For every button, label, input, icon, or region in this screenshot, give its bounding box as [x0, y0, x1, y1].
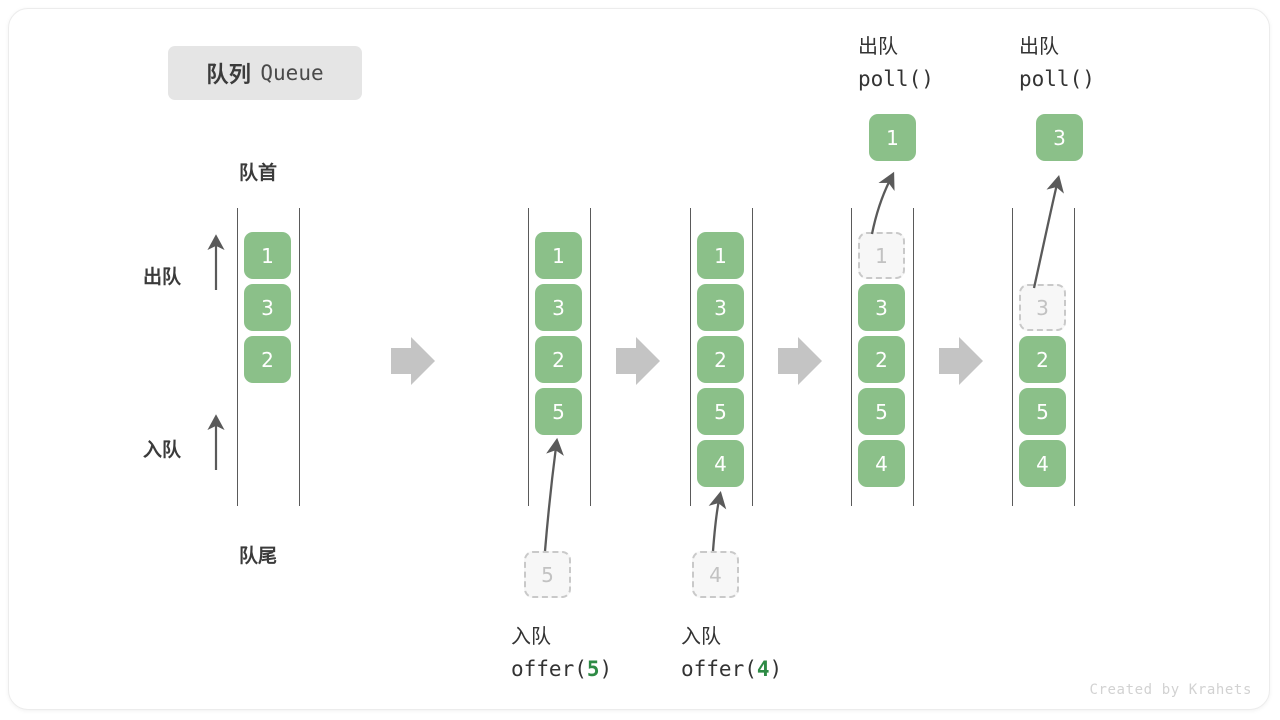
queue-head-label: 队首 — [239, 162, 278, 184]
caption-offer-4-code: offer(4) — [681, 657, 783, 682]
queue-cell: 2 — [244, 336, 291, 383]
caption-poll-1-cn: 出队 — [858, 34, 898, 58]
caption-poll-3-code: poll() — [1019, 67, 1095, 92]
caption-offer-5-code: offer(5) — [511, 657, 613, 682]
queue-cell: 4 — [1019, 440, 1066, 487]
queue-cell: 1 — [244, 232, 291, 279]
caption-offer-4-arg: 4 — [756, 657, 770, 682]
queue-cell: 5 — [697, 388, 744, 435]
queue-rail-left — [1012, 208, 1013, 506]
queue-cell: 5 — [535, 388, 582, 435]
queue-cell: 1 — [697, 232, 744, 279]
queue-column-poll-3: 3 2 5 4 — [1012, 208, 1075, 506]
queue-cell: 4 — [858, 440, 905, 487]
title-english: Queue — [260, 61, 324, 85]
caption-poll-3: 出队 poll() — [1019, 30, 1095, 96]
queue-cell: 1 — [535, 232, 582, 279]
input-ghost-cell-4: 4 — [692, 551, 739, 598]
queue-rail-left — [690, 208, 691, 506]
queue-cell: 3 — [535, 284, 582, 331]
output-cell-1: 1 — [869, 114, 916, 161]
caption-poll-3-cn: 出队 — [1019, 34, 1059, 58]
queue-rail-right — [590, 208, 591, 506]
queue-tail-label: 队尾 — [239, 545, 278, 567]
queue-cell-removed: 3 — [1019, 284, 1066, 331]
dequeue-direction-label: 出队 — [143, 266, 182, 288]
queue-cell: 2 — [1019, 336, 1066, 383]
queue-rail-right — [299, 208, 300, 506]
watermark: Created by Krahets — [1089, 682, 1252, 698]
caption-offer-5: 入队 offer(5) — [511, 620, 612, 686]
queue-cell: 2 — [858, 336, 905, 383]
caption-offer-4: 入队 offer(4) — [681, 620, 782, 686]
queue-cell: 2 — [697, 336, 744, 383]
queue-rail-left — [528, 208, 529, 506]
queue-cell: 3 — [858, 284, 905, 331]
diagram-frame — [8, 8, 1270, 710]
caption-offer-4-cn: 入队 — [681, 624, 721, 648]
queue-column-initial: 1 3 2 — [237, 208, 300, 506]
queue-cell: 3 — [697, 284, 744, 331]
caption-poll-1-code: poll() — [858, 67, 934, 92]
title-chinese: 队列 — [206, 63, 252, 88]
queue-column-offer-4: 1 3 2 5 4 — [690, 208, 753, 506]
queue-cell: 5 — [1019, 388, 1066, 435]
queue-rail-right — [913, 208, 914, 506]
queue-rail-left — [851, 208, 852, 506]
queue-cell-removed: 1 — [858, 232, 905, 279]
queue-rail-right — [1074, 208, 1075, 506]
caption-offer-5-cn: 入队 — [511, 624, 551, 648]
queue-column-poll-1: 1 3 2 5 4 — [851, 208, 914, 506]
queue-column-offer-5: 1 3 2 5 — [528, 208, 591, 506]
output-cell-3: 3 — [1036, 114, 1083, 161]
title-badge: 队列 Queue — [168, 46, 362, 100]
queue-rail-left — [237, 208, 238, 506]
queue-cell: 2 — [535, 336, 582, 383]
queue-cell: 5 — [858, 388, 905, 435]
caption-offer-5-arg: 5 — [586, 657, 600, 682]
queue-cell: 3 — [244, 284, 291, 331]
queue-cell: 4 — [697, 440, 744, 487]
queue-rail-right — [752, 208, 753, 506]
caption-poll-1: 出队 poll() — [858, 30, 934, 96]
enqueue-direction-label: 入队 — [143, 439, 182, 461]
input-ghost-cell-5: 5 — [524, 551, 571, 598]
